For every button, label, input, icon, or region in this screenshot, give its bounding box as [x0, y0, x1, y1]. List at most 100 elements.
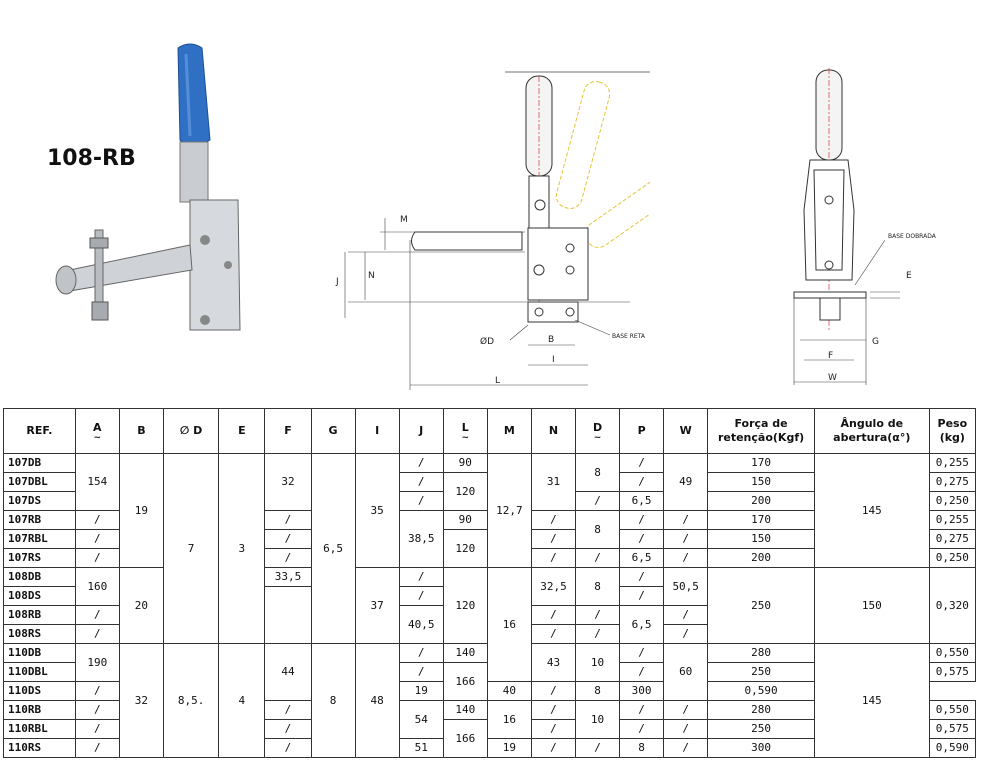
- table-row: 108RB / 40,5 / / 6,5 /: [3, 605, 976, 644]
- cell-p: /: [619, 719, 665, 739]
- cell-ref: 110RS: [3, 738, 76, 758]
- cell-peso: 0,255: [928, 510, 977, 530]
- cell-dd: /: [574, 548, 621, 568]
- cell-dd: /: [530, 681, 577, 701]
- cell-peso: 0,575: [928, 719, 977, 739]
- cell-m: 16: [486, 567, 532, 682]
- col-forca: Força de retenção(Kgf): [707, 408, 815, 454]
- cell-ref: 107RS: [3, 548, 76, 568]
- table-row: 107DB 154 19 7 3 32 6,5 35 / 90 12,7 31 …: [3, 453, 977, 644]
- cell-n: /: [530, 624, 577, 644]
- cell-ref: 107RBL: [3, 529, 76, 549]
- cell-g: 6,5: [310, 453, 356, 644]
- cell-a: /: [74, 719, 120, 739]
- dim-n-label: N: [368, 271, 375, 281]
- cell-ref: 107DBL: [3, 472, 76, 492]
- cell-p: 8: [619, 738, 665, 758]
- cell-dd: 8: [574, 567, 621, 606]
- cell-b: 20: [118, 567, 164, 644]
- product-title: 108-RB: [47, 146, 136, 171]
- cell-dd: 10: [574, 643, 621, 682]
- cell-n: 40: [486, 681, 532, 701]
- cell-b: 19: [118, 453, 164, 568]
- cell-forca: 280: [707, 700, 815, 720]
- table-row: 110RS / / 51 19 / / 8 / 300 0,590: [3, 738, 977, 758]
- cell-i: 35: [354, 453, 400, 568]
- cell-ref: 107DS: [3, 491, 76, 511]
- front-view-drawing: M N J A ØD B I L BASE RETA: [335, 71, 650, 390]
- col-d: ∅ D: [162, 408, 220, 454]
- table-row: 107RB / / 38,5 90 / 8 / / 170 0,255: [3, 510, 977, 568]
- cell-n: /: [530, 700, 577, 720]
- cell-peso: 0,590: [707, 681, 815, 701]
- cell-peso: 0,275: [928, 529, 977, 549]
- cell-p: /: [619, 567, 665, 587]
- cell-ref: 108DB: [3, 567, 76, 587]
- dim-j-label: J: [335, 277, 339, 287]
- dim-g-label: G: [872, 337, 879, 347]
- cell-p: 6,5: [619, 491, 665, 511]
- cell-peso: 0,590: [928, 738, 977, 758]
- cell-d: 8,5.: [162, 643, 220, 758]
- cell-n: /: [530, 738, 577, 758]
- cell-f: /: [264, 510, 312, 530]
- cell-l: 166: [442, 719, 488, 758]
- table-row: 107DBL / 120 / 150 0,275: [3, 472, 977, 511]
- cell-w: /: [663, 548, 709, 568]
- cell-p: 8: [574, 681, 621, 701]
- col-n: N: [530, 408, 577, 454]
- col-dd: D~: [574, 408, 621, 454]
- cell-a: /: [74, 529, 120, 549]
- table-row: 107DS / / 6,5 200 0,250: [3, 491, 977, 511]
- table-header-row: REF. A~ B ∅ D E F G I J L~ M N D~ P W Fo…: [3, 408, 977, 454]
- dim-e-label: E: [906, 271, 912, 281]
- cell-j: /: [398, 643, 444, 663]
- cell-f: 33,5: [264, 567, 312, 587]
- table-row: 110DB 190 32 8,5. 4 44 8 48 / 140 43 10 …: [3, 643, 977, 758]
- cell-p: /: [619, 662, 665, 682]
- cell-forca: 300: [619, 681, 665, 701]
- cell-peso: 0,550: [928, 700, 977, 720]
- cell-n: /: [530, 605, 577, 625]
- col-j: J: [398, 408, 444, 454]
- cell-ref: 110DS: [3, 681, 76, 701]
- cell-p: 6,5: [619, 605, 665, 644]
- cell-w: /: [663, 510, 709, 530]
- cell-n: /: [530, 510, 577, 530]
- col-g: G: [310, 408, 356, 454]
- cell-j: /: [74, 681, 120, 701]
- cell-forca: 170: [707, 453, 815, 473]
- cell-p: /: [619, 472, 665, 492]
- cell-w: /: [663, 719, 709, 739]
- cell-forca: 150: [707, 472, 815, 492]
- cell-p: /: [619, 529, 665, 549]
- cell-angulo: 145: [813, 643, 930, 758]
- cell-ref: 107DB: [3, 453, 76, 473]
- cell-forca: 280: [707, 643, 815, 663]
- col-i: I: [354, 408, 400, 454]
- col-ref: REF.: [3, 408, 76, 454]
- cell-l: 90: [442, 453, 488, 473]
- dim-m-label: M: [400, 215, 408, 225]
- cell-w: /: [663, 529, 709, 549]
- cell-j: /: [398, 453, 444, 473]
- cell-j: 54: [398, 700, 444, 739]
- cell-dd: 10: [574, 700, 621, 739]
- cell-a: /: [74, 605, 120, 625]
- cell-g: 8: [310, 643, 356, 758]
- cell-w: 50,5: [663, 567, 709, 606]
- cell-j: /: [398, 567, 444, 587]
- cell-i: 48: [354, 643, 400, 758]
- cell-forca: 250: [707, 662, 815, 682]
- table-row: 108DB 160 20 33,5 37 / 120 16 32,5 8 / 5…: [3, 567, 977, 682]
- cell-forca: 250: [707, 719, 815, 739]
- col-a: A~: [74, 408, 120, 454]
- dim-f-label: F: [828, 351, 833, 361]
- cell-ref: 108RB: [3, 605, 76, 625]
- cell-ref: 108DS: [3, 586, 76, 606]
- cell-f: 32: [264, 453, 312, 511]
- cell-forca: 200: [707, 548, 815, 568]
- side-view-drawing: BASE DOBRADA E G F W: [793, 68, 937, 385]
- spec-table: REF. A~ B ∅ D E F G I J L~ M N D~ P W Fo…: [3, 408, 977, 758]
- col-f: F: [264, 408, 312, 454]
